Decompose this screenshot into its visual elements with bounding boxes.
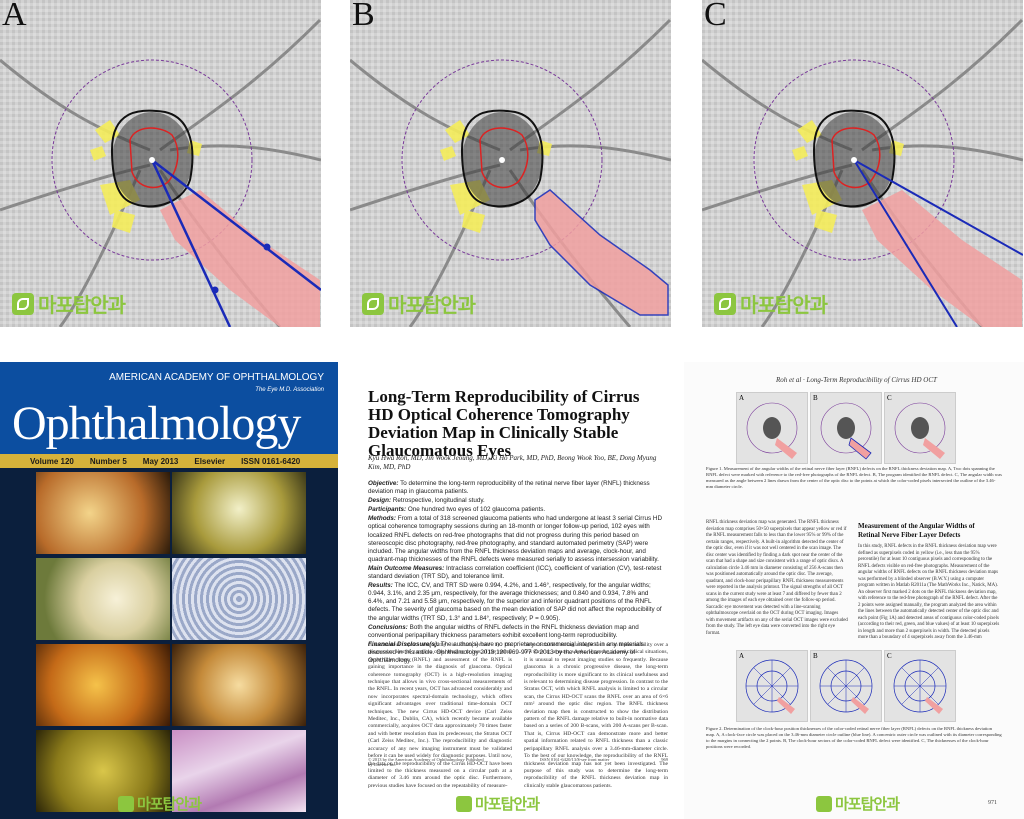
cover-header: AMERICAN ACADEMY OF OPHTHALMOLOGY The Ey… — [0, 362, 338, 454]
fig1-label-b: B — [813, 394, 818, 402]
cover-photo-6 — [172, 644, 306, 726]
article-page-971: Roh et al · Long-Term Reproducibility of… — [684, 362, 1024, 819]
page-footer: © 2013 by the American Academy of Ophtha… — [368, 757, 668, 767]
abstract-text: From a total of 318 screened glaucoma pa… — [368, 515, 662, 563]
right-column-text: In this study, RNFL defects in the RNFL … — [858, 544, 1000, 640]
article-first-page: Long-Term Reproducibility of Cirrus HD O… — [338, 362, 674, 819]
abstract-head: Objective: — [368, 480, 399, 487]
issue-date: May 2013 — [142, 456, 179, 466]
society-tagline: The Eye M.D. Association — [255, 387, 324, 393]
abstract-text: Both the angular widths of RNFL defects … — [368, 623, 639, 639]
figure-panel-b: B 마포탑안과 — [350, 0, 671, 327]
journal-cover: AMERICAN ACADEMY OF OPHTHALMOLOGY The Ey… — [0, 362, 338, 819]
watermark-page3: 마포탑안과 — [816, 793, 900, 814]
section-heading: Measurement of the Angular Widths of Ret… — [858, 522, 975, 539]
abstract-head: Main Outcome Measures: — [368, 564, 445, 572]
watermark-text: 마포탑안과 — [475, 795, 540, 813]
leaf-logo-icon — [362, 292, 384, 315]
volume: Volume 120 — [30, 456, 74, 466]
fig2-label-c: C — [887, 652, 892, 660]
watermark-text: 마포탑안과 — [137, 795, 202, 813]
footer-issn: ISSN 0161-6420/13/$-see front matter — [539, 757, 610, 762]
number: Number 5 — [89, 456, 127, 466]
figure-panel-a: A 마포탑안과 — [0, 0, 321, 327]
figure-1-caption: Figure 1. Measurement of the angular wid… — [706, 466, 1002, 489]
society-name: AMERICAN ACADEMY OF OPHTHALMOLOGY — [109, 372, 324, 383]
publisher: Elsevier — [194, 456, 226, 466]
panel-label-c: C — [704, 0, 727, 33]
issue-bar: Volume 120 Number 5 May 2013 Elsevier IS… — [0, 454, 338, 468]
abstract-head: Financial Disclosure(s): — [368, 640, 440, 648]
leaf-logo-icon — [12, 292, 34, 315]
abstract: Objective: To determine the long-term re… — [368, 480, 664, 665]
journal-title: Ophthalmology — [12, 397, 301, 450]
figure-2-caption: Figure 2. Determination of the clock-hou… — [706, 726, 1002, 749]
watermark-text: 마포탑안과 — [740, 293, 828, 317]
watermark-cover: 마포탑안과 — [118, 793, 202, 814]
body-column-left: Glaucomatous optic neuropathy is charact… — [368, 642, 512, 789]
abstract-text: The ICC, CV, and TRT SD were 0.994, 4.2%… — [368, 582, 662, 622]
issn: ISSN 0161-6420 — [241, 456, 301, 466]
fig2-label-b: B — [813, 652, 818, 660]
panel-label-b: B — [352, 0, 375, 33]
leaf-logo-icon — [816, 795, 832, 812]
figure-2-thumb-c: C — [884, 650, 956, 722]
society-logo: AMERICAN ACADEMY OF OPHTHALMOLOGY The Ey… — [109, 372, 324, 396]
article-authors: Kyu Hwa Roh, MD, Jin Wook Jeoung, MD, Ki… — [368, 454, 657, 471]
left-column-text: RNFL thickness deviation map was generat… — [706, 520, 848, 636]
abstract-head: Conclusions: — [368, 623, 408, 631]
figure-panel-c: C 마포탑안과 — [702, 0, 1023, 327]
cover-photo-8 — [172, 730, 306, 812]
cover-photo-5 — [36, 644, 170, 726]
watermark-text: 마포탑안과 — [38, 293, 126, 317]
abstract-text: To determine the long-term reproducibili… — [368, 480, 650, 496]
leaf-logo-icon — [456, 795, 472, 812]
watermark-text: 마포탑안과 — [835, 795, 900, 813]
watermark-c: 마포탑안과 — [714, 289, 828, 318]
oct-deviation-map-c — [702, 0, 1023, 327]
page-number: 969 — [661, 757, 668, 762]
leaf-logo-icon — [714, 292, 736, 315]
abstract-text: Retrospective, longitudinal study. — [392, 497, 485, 505]
leaf-logo-icon — [118, 795, 134, 812]
footer-copyright: © 2013 by the American Academy of Ophtha… — [368, 757, 484, 767]
watermark-text: 마포탑안과 — [388, 293, 476, 317]
figure-2-thumb-b: B — [810, 650, 882, 722]
watermark-article: 마포탑안과 — [456, 793, 540, 814]
fig2-label-a: A — [739, 652, 745, 660]
panel-label-a: A — [2, 0, 27, 33]
cover-photo-7 — [36, 730, 170, 812]
figure-2-thumb-a: A — [736, 650, 808, 722]
abstract-text: The author(s) have no proprietary or com… — [368, 640, 645, 664]
body-column-right: ments obtained during a single visit or … — [524, 642, 668, 789]
fig1-label-c: C — [887, 394, 892, 402]
abstract-text: One hundred two eyes of 102 glaucoma pat… — [407, 506, 546, 514]
cover-photo-3 — [36, 558, 170, 640]
abstract-head: Design: — [368, 497, 392, 505]
cover-photo-4 — [172, 558, 306, 640]
page-number: 971 — [988, 800, 997, 806]
oct-deviation-map-b — [350, 0, 671, 327]
fig1-label-a: A — [739, 394, 745, 402]
watermark-b: 마포탑안과 — [362, 289, 476, 318]
watermark-a: 마포탑안과 — [12, 289, 126, 318]
article-title: Long-Term Reproducibility of Cirrus HD O… — [368, 387, 640, 460]
cover-photo-1 — [36, 472, 170, 554]
figure-1-thumb-c: C — [884, 392, 956, 464]
body-columns: Glaucomatous optic neuropathy is charact… — [368, 642, 668, 790]
figure-1-thumb-a: A — [736, 392, 808, 464]
abstract-text: Intraclass correlation coefficient (ICC)… — [368, 564, 662, 581]
abstract-head: Methods: — [368, 515, 396, 523]
running-header: Roh et al · Long-Term Reproducibility of… — [776, 376, 937, 384]
cover-photo-2 — [172, 472, 306, 554]
abstract-head: Results: — [368, 582, 393, 590]
abstract-head: Participants: — [368, 506, 407, 514]
oct-deviation-map-a — [0, 0, 321, 327]
figure-1-thumb-b: B — [810, 392, 882, 464]
